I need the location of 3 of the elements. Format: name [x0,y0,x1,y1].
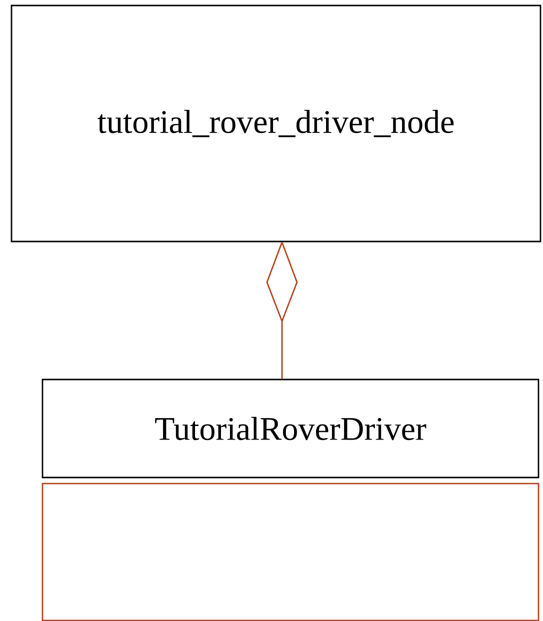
class-box: TutorialRoverDriver [42,378,540,478]
empty-compartment-box [42,482,540,621]
class-box: tutorial_rover_driver_node [10,4,542,242]
